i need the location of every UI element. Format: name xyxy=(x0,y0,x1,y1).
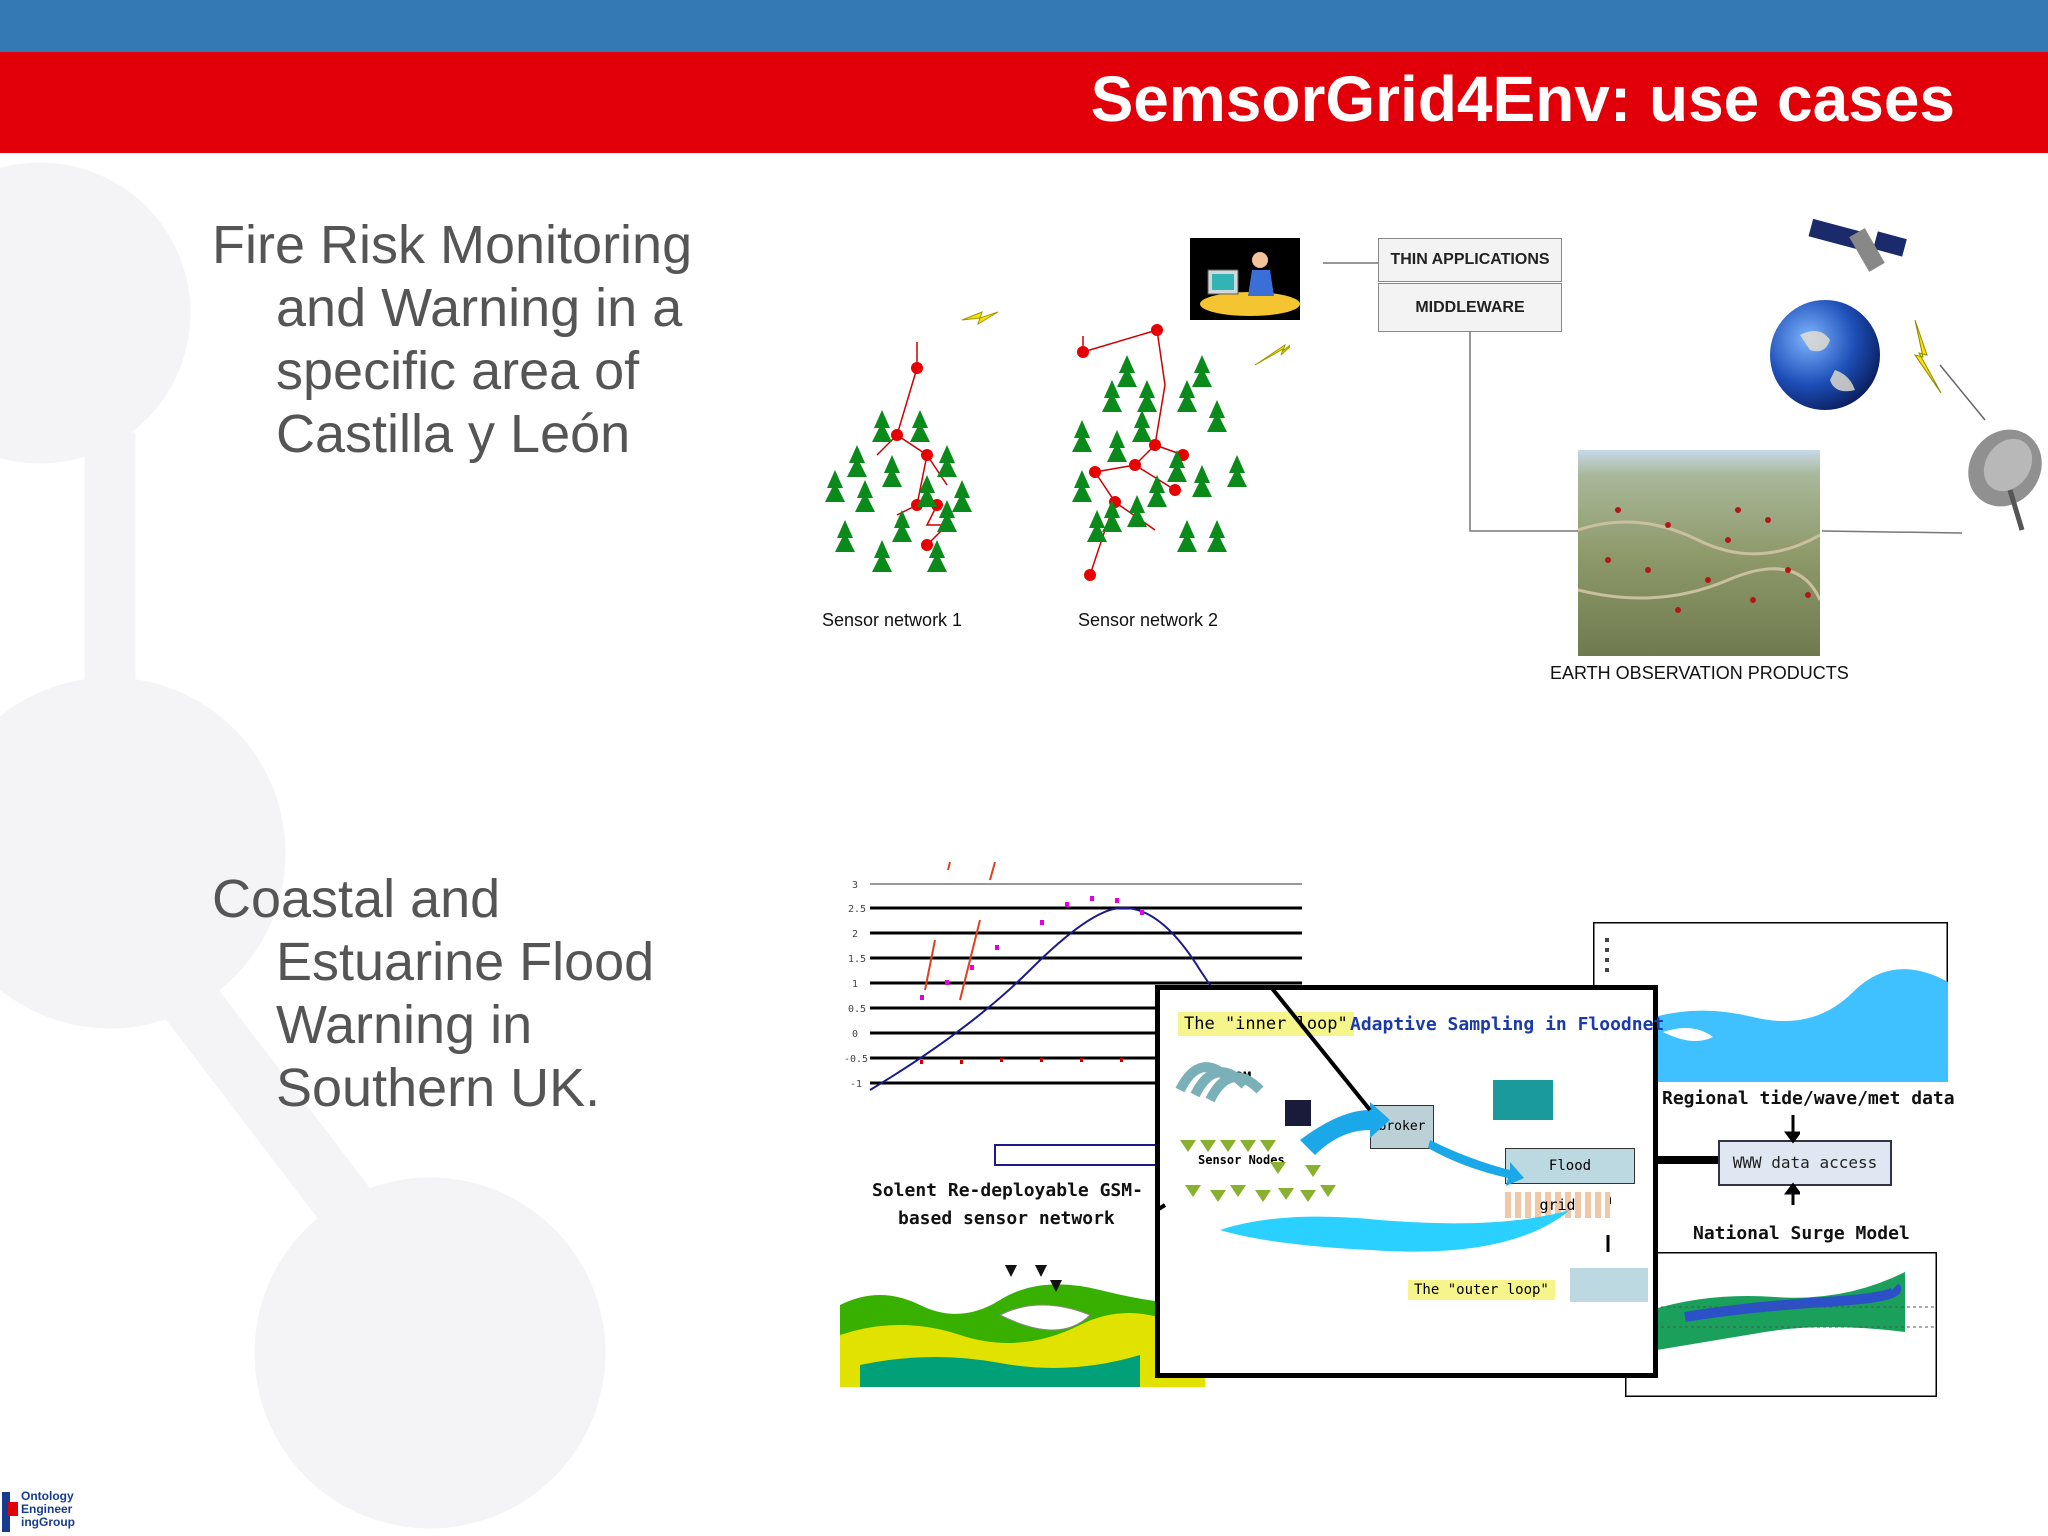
outer-loop-label: The "outer loop" xyxy=(1408,1280,1555,1300)
www-data-access-box: WWW data access xyxy=(1718,1140,1892,1186)
floodnet-graphics xyxy=(1160,990,1648,1302)
earth-icon xyxy=(1770,300,1880,410)
connector-lines xyxy=(1323,262,1963,534)
bullet-line: specific area of xyxy=(276,341,640,401)
regional-data-caption: Regional tide/wave/met data xyxy=(1662,1088,1955,1109)
solent-caption-line2: based sensor network xyxy=(898,1208,1115,1229)
solent-coast-map xyxy=(840,1245,1205,1387)
ontology-engineering-group-logo xyxy=(2,1492,18,1532)
top-band xyxy=(0,0,2048,52)
sensor-network-1-caption: Sensor network 1 xyxy=(822,610,963,630)
logo-text: Ontology Engineer ingGroup xyxy=(21,1490,75,1529)
sensor-nodes-label: Sensor Nodes xyxy=(1198,1153,1285,1167)
svg-text:1: 1 xyxy=(852,979,858,990)
bullet-fire-risk: Fire Risk Monitoring and Warning in a sp… xyxy=(212,214,692,466)
satellite-dish-icon xyxy=(1968,429,2042,531)
svg-text:-1: -1 xyxy=(850,1079,862,1090)
bullet-line: Southern UK. xyxy=(276,1058,601,1118)
thin-applications-label: THIN APPLICATIONS xyxy=(1390,251,1550,268)
sensor-network-2-caption: Sensor network 2 xyxy=(1078,610,1219,630)
middleware-box: MIDDLEWARE xyxy=(1378,283,1562,332)
satellite-earth-illustration xyxy=(1770,218,2042,531)
broker-label: broker xyxy=(1378,1119,1426,1134)
person-at-computer-icon xyxy=(1190,238,1300,320)
svg-text:2.5: 2.5 xyxy=(848,904,866,915)
bullet-flood-warning: Coastal and Estuarine Flood Warning in S… xyxy=(212,868,654,1120)
svg-text:1.5: 1.5 xyxy=(848,954,866,965)
svg-text:2: 2 xyxy=(852,929,858,940)
svg-text:3: 3 xyxy=(852,880,858,891)
logo-line: Ontology xyxy=(21,1489,74,1503)
background-graph-decoration xyxy=(0,162,606,1529)
flood-prediction-box: Flood prediction xyxy=(1505,1148,1635,1208)
bullet-line: Warning in xyxy=(276,995,533,1055)
middleware-label: MIDDLEWARE xyxy=(1415,299,1525,316)
bullet-line: Castilla y León xyxy=(276,404,631,464)
bullet-line: and Warning in a xyxy=(276,278,683,338)
data-flow-arrows xyxy=(1640,1115,1800,1205)
logo-line: ingGroup xyxy=(21,1515,75,1529)
national-surge-caption: National Surge Model xyxy=(1693,1223,1910,1244)
svg-text:0: 0 xyxy=(852,1029,858,1040)
sms-box xyxy=(1493,1080,1553,1120)
adaptive-sampling-title: Adaptive Sampling in Floodnet xyxy=(1350,1014,1665,1035)
grid-label: grid xyxy=(1539,1196,1576,1214)
slide-title: SemsorGrid4Env: use cases xyxy=(1090,63,1955,135)
www-data-access-label: WWW data access xyxy=(1732,1153,1878,1172)
solent-caption-line1: Solent Re-deployable GSM- xyxy=(872,1180,1143,1201)
bullet-line: Fire Risk Monitoring xyxy=(212,215,693,275)
svg-text:-0.5: -0.5 xyxy=(844,1054,868,1065)
earth-observation-caption: EARTH OBSERVATION PRODUCTS xyxy=(1550,663,1849,683)
satellite-icon xyxy=(1808,218,1907,272)
bullet-line: Estuarine Flood xyxy=(276,932,655,992)
logo-line: Engineer xyxy=(21,1502,73,1516)
bullet-line: Coastal and xyxy=(212,869,501,929)
floodnet-diagram: The "inner loop" Adaptive Sampling in Fl… xyxy=(1155,985,1664,1378)
national-surge-map xyxy=(1625,1252,1937,1397)
thin-applications-box: THIN APPLICATIONS xyxy=(1378,238,1562,282)
svg-text:0.5: 0.5 xyxy=(848,1004,866,1015)
title-band xyxy=(0,52,2048,153)
earth-observation-image xyxy=(1578,450,1820,656)
sensor-networks-illustration xyxy=(825,311,1290,581)
